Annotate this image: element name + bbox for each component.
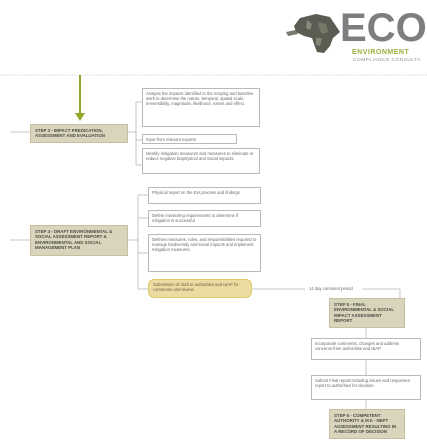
step4-note-monitoring: Define monitoring requirements to determ… bbox=[148, 210, 261, 227]
step-5-box: STEP 5 - FINAL ENVIRONMENTAL & SOCIAL IM… bbox=[329, 298, 405, 328]
africa-logo-icon bbox=[286, 14, 340, 53]
step4-note-report: Physical report on the EIA process and f… bbox=[148, 187, 261, 204]
logo-subtitle: ENVIRONMENT bbox=[352, 49, 410, 56]
green-arrow-head bbox=[75, 113, 85, 121]
step3-note-analyse: Analyse the impacts identified in the sc… bbox=[142, 88, 260, 127]
step4-connectors bbox=[10, 194, 401, 298]
step-3-box: STEP 3 - IMPACT PREDICATION, ASSESSMENT … bbox=[30, 124, 128, 143]
step-6-box: STEP 6 - COMPETENT AUTHORITY & IKA - NEP… bbox=[329, 409, 405, 439]
step4-note-measures: Defines measures, roles, and responsibil… bbox=[148, 234, 261, 272]
step5-note-comments: Incorporate comments, changes and addres… bbox=[311, 338, 421, 360]
step3-note-mitigation: Identify mitigation measures and measure… bbox=[142, 148, 260, 174]
logo-tagline: COMPLIANCE CONSULTA bbox=[353, 58, 421, 63]
step3-connectors bbox=[10, 101, 142, 166]
step5-note-final-report: Submit Final report including issues and… bbox=[311, 375, 421, 400]
step-4-box: STEP 4 - DRAFT ENVIRONMENTAL & SOCIAL AS… bbox=[30, 225, 128, 256]
step3-note-experts: Input from relevant experts bbox=[142, 134, 237, 144]
logo-wordmark: ECO bbox=[340, 6, 427, 50]
comment-period-label: 14 day comment period bbox=[309, 286, 353, 291]
submission-pill: Submission of draft to authorities and I… bbox=[148, 279, 252, 298]
